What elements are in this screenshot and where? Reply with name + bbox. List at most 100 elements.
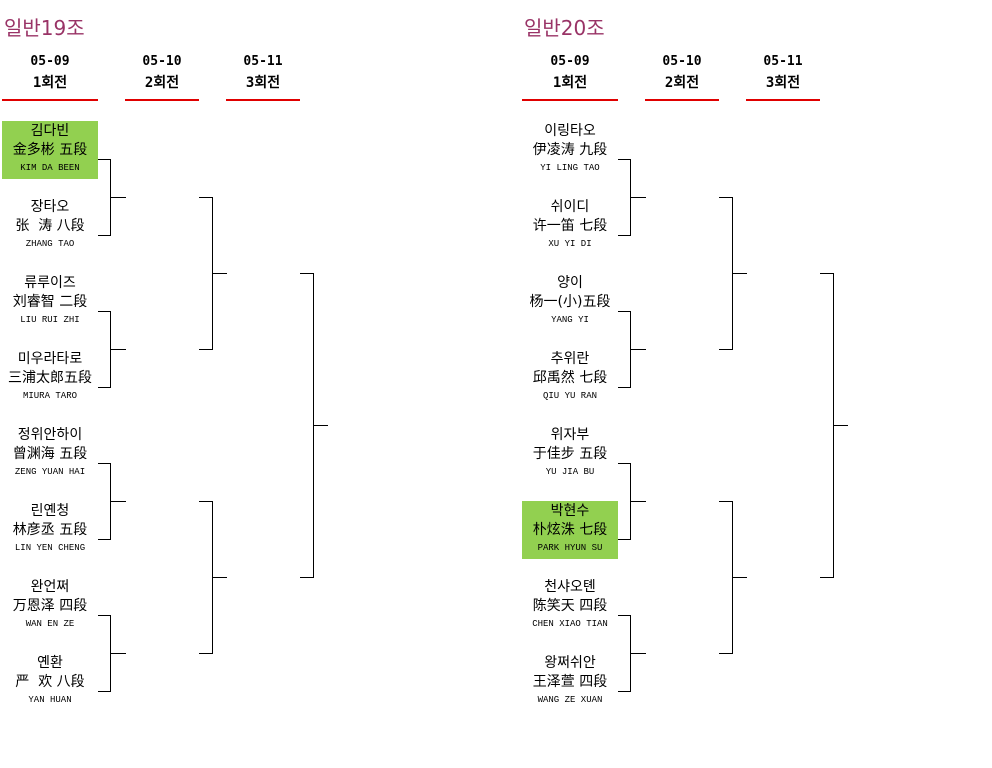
player-name-english: XU YI DI [548, 239, 592, 249]
player-entry: 위자부 于佳步 五段 YU JIA BU [522, 425, 618, 483]
player-name-chinese: 杨一(小)五段 [529, 294, 611, 310]
player-name-chinese: 朴炫洙 七段 [532, 522, 608, 538]
player-name-korean: 천샤오톈 [544, 579, 596, 595]
player-name-english: WANG ZE XUAN [537, 695, 603, 705]
round-underline [2, 99, 98, 101]
round-date: 05-09 [550, 54, 590, 69]
bracket-lines [618, 159, 848, 692]
bracket-line [719, 197, 747, 350]
round-underline [522, 99, 618, 101]
round-label: 3회전 [245, 75, 281, 91]
player-entry: 정위안하이 曾渊海 五段 ZENG YUAN HAI [2, 425, 98, 483]
bracket-line [618, 159, 646, 236]
bracket-group: 일반19조 05-09 1회전 05-10 2회전 05-11 3회전 김다빈 … [0, 0, 340, 720]
bracket-line [98, 159, 126, 236]
round-date: 05-11 [763, 54, 803, 69]
player-name-korean: 위자부 [550, 427, 590, 443]
player-entry: 완언쩌 万恩泽 四段 WAN EN ZE [2, 577, 98, 635]
player-name-korean: 류루이즈 [24, 275, 76, 291]
player-entry: 천샤오톈 陈笑天 四段 CHEN XIAO TIAN [522, 577, 618, 635]
round-header: 05-09 1회전 [522, 52, 618, 101]
bracket-lines [98, 159, 328, 692]
bracket-line [98, 463, 126, 540]
player-name-chinese: 陈笑天 四段 [532, 598, 608, 614]
round-header: 05-11 3회전 [226, 52, 300, 101]
player-entry: 옌환 严 欢 八段 YAN HUAN [2, 653, 98, 711]
round-date: 05-11 [243, 54, 283, 69]
player-name-korean: 양이 [557, 275, 583, 291]
player-name-english: LIN YEN CHENG [14, 543, 86, 553]
player-name-korean: 왕쩌쉬안 [544, 655, 596, 671]
player-name-korean: 완언쩌 [30, 579, 70, 595]
player-name-english: ZHANG TAO [25, 239, 75, 249]
bracket-line [820, 273, 848, 578]
round-header: 05-10 2회전 [125, 52, 199, 101]
round-underline [746, 99, 820, 101]
player-entry: 양이 杨一(小)五段 YANG YI [522, 273, 618, 331]
round-underline [645, 99, 719, 101]
round-header: 05-10 2회전 [645, 52, 719, 101]
player-name-chinese: 曾渊海 五段 [12, 446, 88, 462]
player-entry: 추위란 邱禹然 七段 QIU YU RAN [522, 349, 618, 407]
player-name-chinese: 伊凌涛 九段 [532, 142, 608, 158]
player-name-english: YAN HUAN [28, 695, 72, 705]
player-name-english: LIU RUI ZHI [20, 315, 80, 325]
player-name-english: ZENG YUAN HAI [14, 467, 86, 477]
round-date: 05-09 [30, 54, 70, 69]
player-entry: 왕쩌쉬안 王泽萱 四段 WANG ZE XUAN [522, 653, 618, 711]
player-name-chinese: 林彦丞 五段 [12, 522, 88, 538]
bracket-line [618, 463, 646, 540]
player-name-chinese: 金多彬 五段 [12, 142, 88, 158]
player-name-korean: 옌환 [37, 655, 63, 671]
player-name-english: YU JIA BU [545, 467, 595, 477]
player-name-korean: 쉬이디 [550, 199, 590, 215]
bracket-line [300, 273, 328, 578]
group-title: 일반19조 [4, 16, 85, 40]
player-name-english: MIURA TARO [22, 391, 77, 401]
round-date: 05-10 [662, 54, 702, 69]
player-entry: 이링타오 伊凌涛 九段 YI LING TAO [522, 121, 618, 179]
player-name-korean: 이링타오 [544, 123, 596, 139]
player-entry: 장타오 张 涛 八段 ZHANG TAO [2, 197, 98, 255]
round-label: 2회전 [144, 75, 180, 91]
player-entry: 김다빈 金多彬 五段 KIM DA BEEN [2, 121, 98, 179]
player-name-english: WAN EN ZE [25, 619, 75, 629]
player-entry: 린옌청 林彦丞 五段 LIN YEN CHENG [2, 501, 98, 559]
round-header: 05-09 1회전 [2, 52, 98, 101]
player-name-english: YI LING TAO [540, 163, 600, 173]
round-header: 05-11 3회전 [746, 52, 820, 101]
player-name-chinese: 许一笛 七段 [532, 218, 608, 234]
player-name-english: KIM DA BEEN [20, 163, 80, 173]
bracket-line [618, 615, 646, 692]
player-name-chinese: 三浦太郎五段 [8, 370, 92, 386]
player-entry: 류루이즈 刘睿智 二段 LIU RUI ZHI [2, 273, 98, 331]
player-entry: 미우라타로 三浦太郎五段 MIURA TARO [2, 349, 98, 407]
player-name-english: YANG YI [551, 315, 589, 325]
round-label: 1회전 [552, 75, 588, 91]
player-name-chinese: 万恩泽 四段 [12, 598, 88, 614]
player-name-chinese: 严 欢 八段 [15, 674, 85, 690]
player-name-chinese: 邱禹然 七段 [532, 370, 608, 386]
player-name-english: PARK HYUN SU [537, 543, 603, 553]
bracket-line [98, 615, 126, 692]
player-name-korean: 린옌청 [30, 503, 70, 519]
round-date: 05-10 [142, 54, 182, 69]
bracket-line [98, 311, 126, 388]
round-label: 2회전 [664, 75, 700, 91]
player-name-korean: 장타오 [30, 199, 70, 215]
bracket-line [199, 501, 227, 654]
round-label: 1회전 [32, 75, 68, 91]
round-underline [226, 99, 300, 101]
player-name-korean: 정위안하이 [17, 427, 83, 443]
player-name-chinese: 王泽萱 四段 [532, 674, 608, 690]
player-name-korean: 김다빈 [30, 123, 70, 139]
bracket-group: 일반20조 05-09 1회전 05-10 2회전 05-11 3회전 이링타오… [520, 0, 860, 720]
player-name-chinese: 张 涛 八段 [15, 218, 85, 234]
bracket-line [618, 311, 646, 388]
bracket-line [199, 197, 227, 350]
player-name-korean: 미우라타로 [17, 351, 83, 367]
bracket-line [719, 501, 747, 654]
group-title: 일반20조 [524, 16, 605, 40]
player-name-korean: 박현수 [550, 503, 590, 519]
player-entry: 쉬이디 许一笛 七段 XU YI DI [522, 197, 618, 255]
